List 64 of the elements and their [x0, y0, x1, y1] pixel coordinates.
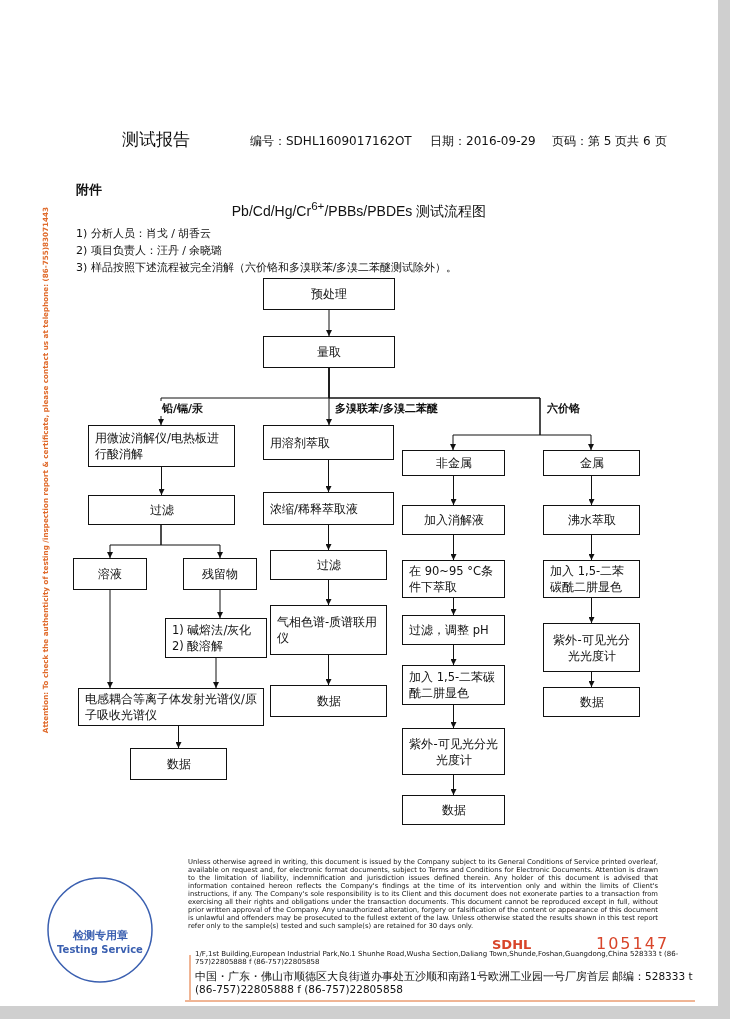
- arrow: [158, 466, 165, 496]
- process-box: 加入 1,5-二苯碳酰二肼显色: [402, 665, 505, 705]
- stamp-text: Testing Service: [57, 944, 143, 955]
- arrow: [217, 589, 223, 619]
- arrow: [450, 534, 457, 561]
- process-box: 过滤: [88, 495, 235, 525]
- arrow: [325, 654, 332, 686]
- arrow: [450, 704, 457, 729]
- report-number: 编号：SDHL1609017162OT: [250, 133, 412, 150]
- section-heading: 附件: [76, 181, 102, 199]
- process-box: 气相色谱-质谱联用仪: [270, 605, 387, 655]
- process-box: 紫外-可见光分光光度计: [543, 623, 640, 672]
- arrow: [450, 597, 457, 616]
- process-box: 加入消解液: [402, 505, 505, 535]
- process-box: 紫外-可见光分光光度计: [402, 728, 505, 775]
- process-box: 数据: [543, 687, 640, 717]
- note-text: 3) 样品按照下述流程被完全消解（六价铬和多溴联苯/多溴二苯醚测试除外）。: [76, 260, 458, 275]
- arrow: [160, 524, 223, 559]
- page-number: 页码：第 5 页共 6 页: [552, 133, 667, 150]
- arrow: [213, 657, 219, 689]
- process-box: 金属: [543, 450, 640, 476]
- arrow: [588, 534, 595, 561]
- process-box: 残留物: [183, 558, 257, 590]
- edge-label: 铅/镉/汞: [160, 401, 206, 416]
- stamp-text: 检测专用章: [72, 928, 128, 943]
- report-date: 日期：2016-09-29: [430, 133, 536, 150]
- process-box: 过滤: [270, 550, 387, 580]
- process-box: 沸水萃取: [543, 505, 640, 535]
- arrow: [175, 725, 182, 749]
- process-box: 量取: [263, 336, 395, 368]
- process-box: 预处理: [263, 278, 395, 310]
- note-text: 1) 分析人员：肖戈 / 胡香云: [76, 226, 212, 241]
- process-box: 非金属: [402, 450, 505, 476]
- arrow: [107, 589, 113, 689]
- arrow: [588, 597, 595, 624]
- process-box: 用溶剂萃取: [263, 425, 394, 460]
- arrow: [450, 475, 457, 506]
- arrow: [325, 579, 332, 606]
- edge-label: 多溴联苯/多溴二苯醚: [333, 401, 441, 416]
- arrow: [325, 459, 332, 493]
- process-box: 数据: [270, 685, 387, 717]
- arrow: [588, 475, 595, 506]
- arrow: [588, 671, 595, 688]
- arrow: [328, 367, 594, 451]
- report-code: SDHL: [492, 937, 532, 952]
- chart-title: Pb/Cd/Hg/Cr$^{6+}$/PBBs/PBDEs 测试流程图: [231, 202, 487, 219]
- arrow: [326, 309, 332, 337]
- process-box: 1) 碱熔法/灰化 2) 酸溶解: [165, 618, 267, 658]
- process-box: 加入 1,5-二苯碳酰二肼显色: [543, 560, 640, 598]
- process-box: 过滤，调整 pH: [402, 615, 505, 645]
- address-line: 中国・广东・佛山市顺德区大良街道办事处五沙顺和南路1号欧洲工业园一号厂房首层 邮编：528333 t (86-757)22805888 f (86-757)22805858: [195, 970, 694, 995]
- process-box: 浓缩/稀释萃取液: [263, 492, 394, 525]
- arrow: [325, 524, 332, 551]
- note-text: 2) 项目负责人：汪丹 / 余晓璐: [76, 243, 223, 258]
- process-box: 电感耦合等离子体发射光谱仪/原子吸收光谱仪: [78, 688, 264, 726]
- edge-label: 六价铬: [545, 401, 582, 416]
- process-box: 数据: [402, 795, 505, 825]
- process-box: 在 90~95 °C条件下萃取: [402, 560, 505, 598]
- report-heading: 测试报告: [122, 128, 190, 151]
- process-box: 溶液: [73, 558, 147, 590]
- process-box: 数据: [130, 748, 227, 780]
- process-box: 用微波消解仪/电热板进行酸消解: [88, 425, 235, 467]
- arrow: [450, 774, 457, 796]
- arrow: [450, 644, 457, 666]
